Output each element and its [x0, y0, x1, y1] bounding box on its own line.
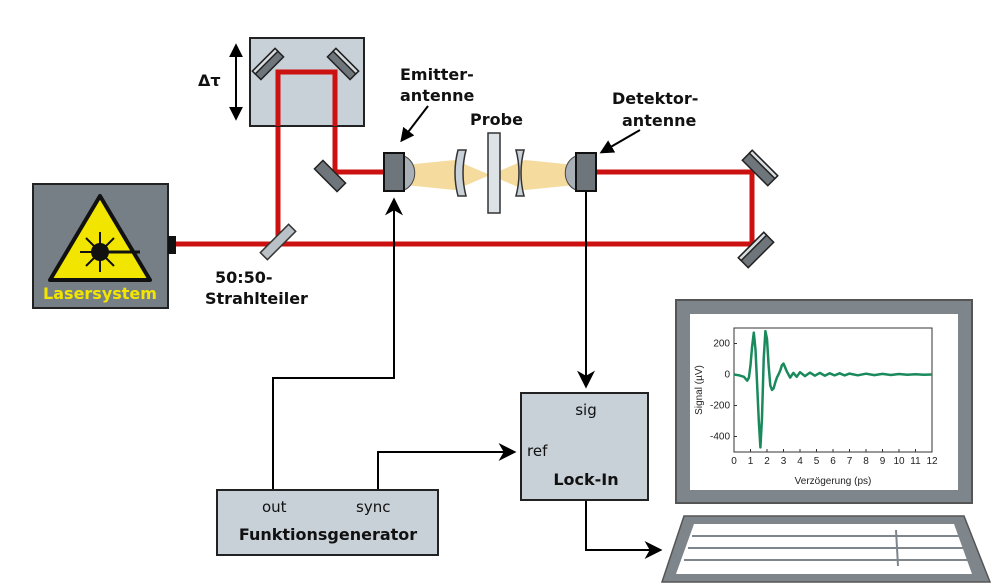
emitter-pointer — [400, 105, 429, 143]
x-tick-label: 11 — [910, 456, 921, 467]
x-tick-label: 10 — [893, 456, 905, 467]
lens-icon — [454, 149, 525, 197]
x-tick-label: 8 — [863, 456, 869, 467]
lockin-name: Lock-In — [553, 470, 618, 489]
detector-pointer — [599, 129, 641, 154]
x-tick-label: 4 — [797, 456, 803, 467]
laser-label: Lasersystem — [43, 284, 157, 303]
splitter-label-line2: Strahlteiler — [205, 289, 308, 308]
y-tick-label: 0 — [724, 370, 730, 381]
y-tick-label: -400 — [710, 432, 730, 443]
lockin-ref-label: ref — [527, 442, 548, 460]
fg-name: Funktionsgenerator — [239, 525, 417, 544]
detector-label-line1: Detektor- — [612, 89, 698, 108]
beam-splitter — [259, 223, 297, 261]
thz-beam — [405, 160, 575, 190]
laptop-keyboard-icon — [660, 515, 992, 583]
probe-label: Probe — [470, 110, 523, 129]
y-tick-label: 200 — [713, 339, 730, 350]
x-tick-label: 7 — [847, 456, 853, 467]
laser-system[interactable] — [32, 183, 176, 309]
plot-ylabel: Signal (µV) — [694, 365, 705, 415]
x-tick-label: 9 — [880, 456, 886, 467]
y-tick-label: -200 — [710, 401, 730, 412]
function-generator[interactable] — [216, 489, 439, 556]
x-tick-label: 3 — [781, 456, 787, 467]
x-tick-label: 1 — [748, 456, 754, 467]
plot-xlabel: Verzögerung (ps) — [795, 476, 872, 487]
x-tick-label: 6 — [830, 456, 836, 467]
x-tick-label: 5 — [814, 456, 820, 467]
detector-label-line2: antenne — [622, 111, 696, 130]
fg-sync-label: sync — [356, 498, 390, 516]
x-tick-label: 2 — [764, 456, 770, 467]
mirror-icon — [251, 47, 779, 269]
laser-warning-icon — [48, 194, 152, 282]
delay-label: Δτ — [198, 71, 221, 90]
fg-out-label: out — [262, 498, 287, 516]
emitter-label-line1: Emitter- — [400, 65, 474, 84]
emitter-antenna[interactable] — [383, 152, 416, 192]
emitter-label-line2: antenne — [400, 86, 474, 105]
delay-stage[interactable] — [249, 37, 365, 127]
lockin-sig-label: sig — [575, 401, 597, 419]
x-tick-label: 12 — [926, 456, 938, 467]
probe-sample[interactable] — [487, 132, 501, 214]
detector-antenna[interactable] — [564, 152, 597, 192]
signal-series-line — [733, 329, 933, 449]
splitter-label-line1: 50:50- — [215, 268, 273, 287]
lock-in-amplifier[interactable] — [520, 392, 649, 501]
x-tick-label: 0 — [731, 456, 737, 467]
signal-wires — [272, 192, 663, 559]
